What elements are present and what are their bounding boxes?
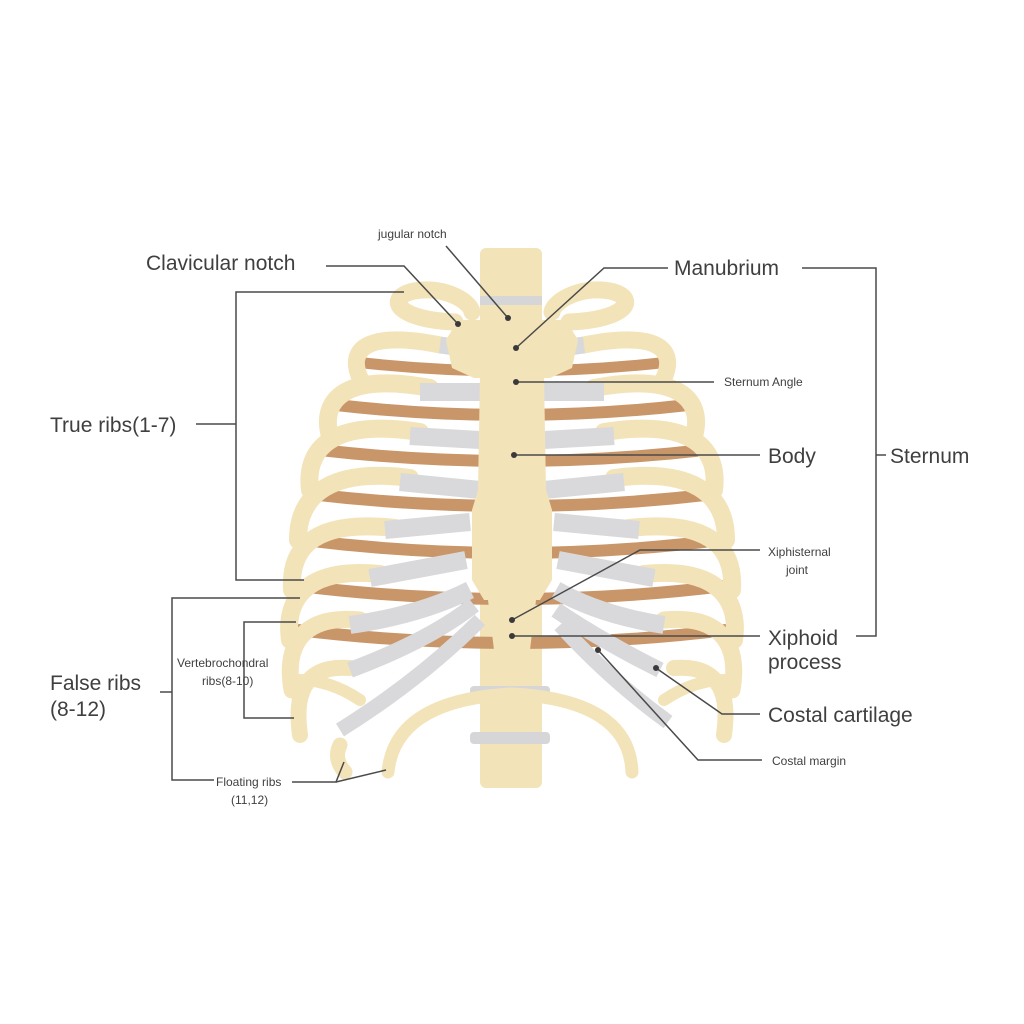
label-floating-ribs: Floating ribs bbox=[216, 775, 281, 789]
manubrium-shape bbox=[446, 320, 578, 378]
label-body: Body bbox=[768, 445, 816, 468]
label-sternum: Sternum bbox=[890, 445, 969, 468]
label-jugular-notch: jugular notch bbox=[377, 227, 447, 241]
right-ribs bbox=[543, 281, 744, 743]
label-manubrium: Manubrium bbox=[674, 257, 779, 280]
label-costal-cartilage: Costal cartilage bbox=[768, 704, 913, 727]
label-costal-margin: Costal margin bbox=[772, 754, 846, 768]
left-ribs bbox=[280, 281, 481, 780]
costal-cartilages bbox=[336, 336, 673, 737]
label-vertebrochondral-ribs-line2: ribs(8-10) bbox=[202, 674, 253, 688]
label-xiphisternal-joint-line2: joint bbox=[785, 563, 809, 577]
label-floating-ribs-line2: (11,12) bbox=[231, 793, 268, 807]
label-false-ribs-line2: (8-12) bbox=[50, 698, 106, 721]
labels: jugular notch Clavicular notch Manubrium… bbox=[50, 227, 969, 807]
label-xiphisternal-joint: Xiphisternal bbox=[768, 545, 831, 559]
label-xiphoid-process-line2: process bbox=[768, 651, 842, 674]
label-false-ribs: False ribs bbox=[50, 672, 141, 695]
sternum bbox=[446, 320, 578, 668]
label-xiphoid-process: Xiphoid bbox=[768, 627, 838, 650]
intervertebral-disc bbox=[480, 296, 542, 305]
label-sternum-angle: Sternum Angle bbox=[724, 375, 803, 389]
intervertebral-disc bbox=[470, 732, 550, 744]
leader-lines bbox=[160, 245, 886, 783]
label-clavicular-notch: Clavicular notch bbox=[146, 252, 295, 275]
sternum-body-shape bbox=[472, 376, 552, 600]
label-vertebrochondral-ribs: Vertebrochondral bbox=[177, 656, 268, 670]
label-true-ribs: True ribs(1-7) bbox=[50, 414, 176, 437]
